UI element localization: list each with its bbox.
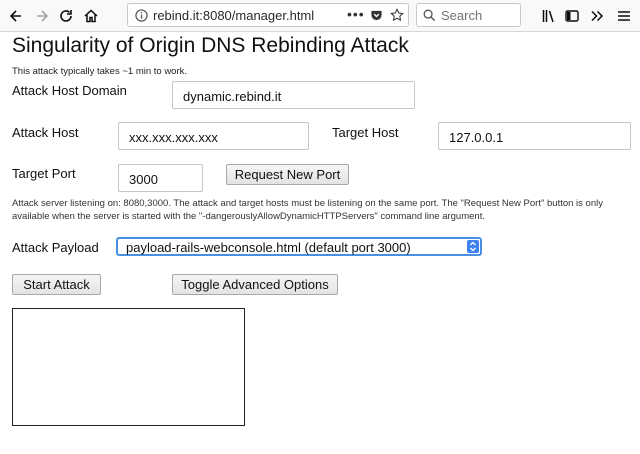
address-bar[interactable]: rebind.it:8080/manager.html ••• bbox=[127, 3, 409, 27]
forward-button[interactable] bbox=[31, 5, 53, 27]
back-arrow-icon bbox=[9, 10, 21, 22]
bookmark-star-icon[interactable] bbox=[390, 8, 404, 22]
target-host-input[interactable]: 127.0.0.1 bbox=[438, 122, 631, 150]
attack-payload-label: Attack Payload bbox=[12, 240, 99, 255]
back-button[interactable] bbox=[5, 5, 27, 27]
page-actions-icon[interactable]: ••• bbox=[347, 6, 365, 22]
target-port-input[interactable]: 3000 bbox=[118, 164, 203, 192]
target-port-label: Target Port bbox=[12, 166, 76, 181]
page-title: Singularity of Origin DNS Rebinding Atta… bbox=[12, 34, 409, 57]
request-new-port-button[interactable]: Request New Port bbox=[226, 164, 349, 185]
sidebar-icon bbox=[565, 10, 579, 22]
forward-arrow-icon bbox=[37, 10, 49, 22]
info-icon bbox=[135, 9, 148, 22]
search-placeholder: Search bbox=[441, 8, 483, 23]
reload-button[interactable] bbox=[55, 5, 77, 27]
attack-host-domain-label: Attack Host Domain bbox=[12, 83, 127, 98]
attack-frame[interactable] bbox=[12, 308, 245, 426]
home-button[interactable] bbox=[80, 5, 102, 27]
sidebar-button[interactable] bbox=[561, 5, 583, 27]
timing-note: This attack typically takes ~1 min to wo… bbox=[12, 66, 188, 77]
hamburger-menu-icon bbox=[618, 11, 630, 21]
start-attack-button[interactable]: Start Attack bbox=[12, 274, 101, 295]
reload-icon bbox=[60, 10, 72, 22]
library-button[interactable] bbox=[538, 5, 560, 27]
attack-host-input[interactable]: xxx.xxx.xxx.xxx bbox=[118, 122, 309, 150]
chevrons-right-icon bbox=[591, 10, 604, 22]
browser-toolbar: rebind.it:8080/manager.html ••• Search bbox=[0, 0, 640, 32]
attack-payload-select[interactable]: payload-rails-webconsole.html (default p… bbox=[116, 237, 482, 256]
select-arrows-icon bbox=[467, 240, 479, 253]
pocket-icon[interactable] bbox=[370, 9, 383, 22]
search-icon bbox=[423, 9, 436, 22]
home-icon bbox=[84, 9, 98, 23]
target-host-label: Target Host bbox=[332, 125, 399, 140]
app-menu-button[interactable] bbox=[613, 5, 635, 27]
attack-payload-selected: payload-rails-webconsole.html (default p… bbox=[126, 240, 411, 255]
attack-host-domain-input[interactable]: dynamic.rebind.it bbox=[172, 81, 415, 109]
server-info-text: Attack server listening on: 8080,3000. T… bbox=[12, 198, 603, 222]
toggle-advanced-options-button[interactable]: Toggle Advanced Options bbox=[172, 274, 338, 295]
url-text: rebind.it:8080/manager.html bbox=[153, 8, 315, 23]
attack-host-label: Attack Host bbox=[12, 125, 79, 140]
overflow-menu-button[interactable] bbox=[586, 5, 608, 27]
search-bar[interactable]: Search bbox=[416, 3, 521, 27]
library-icon bbox=[542, 10, 554, 23]
